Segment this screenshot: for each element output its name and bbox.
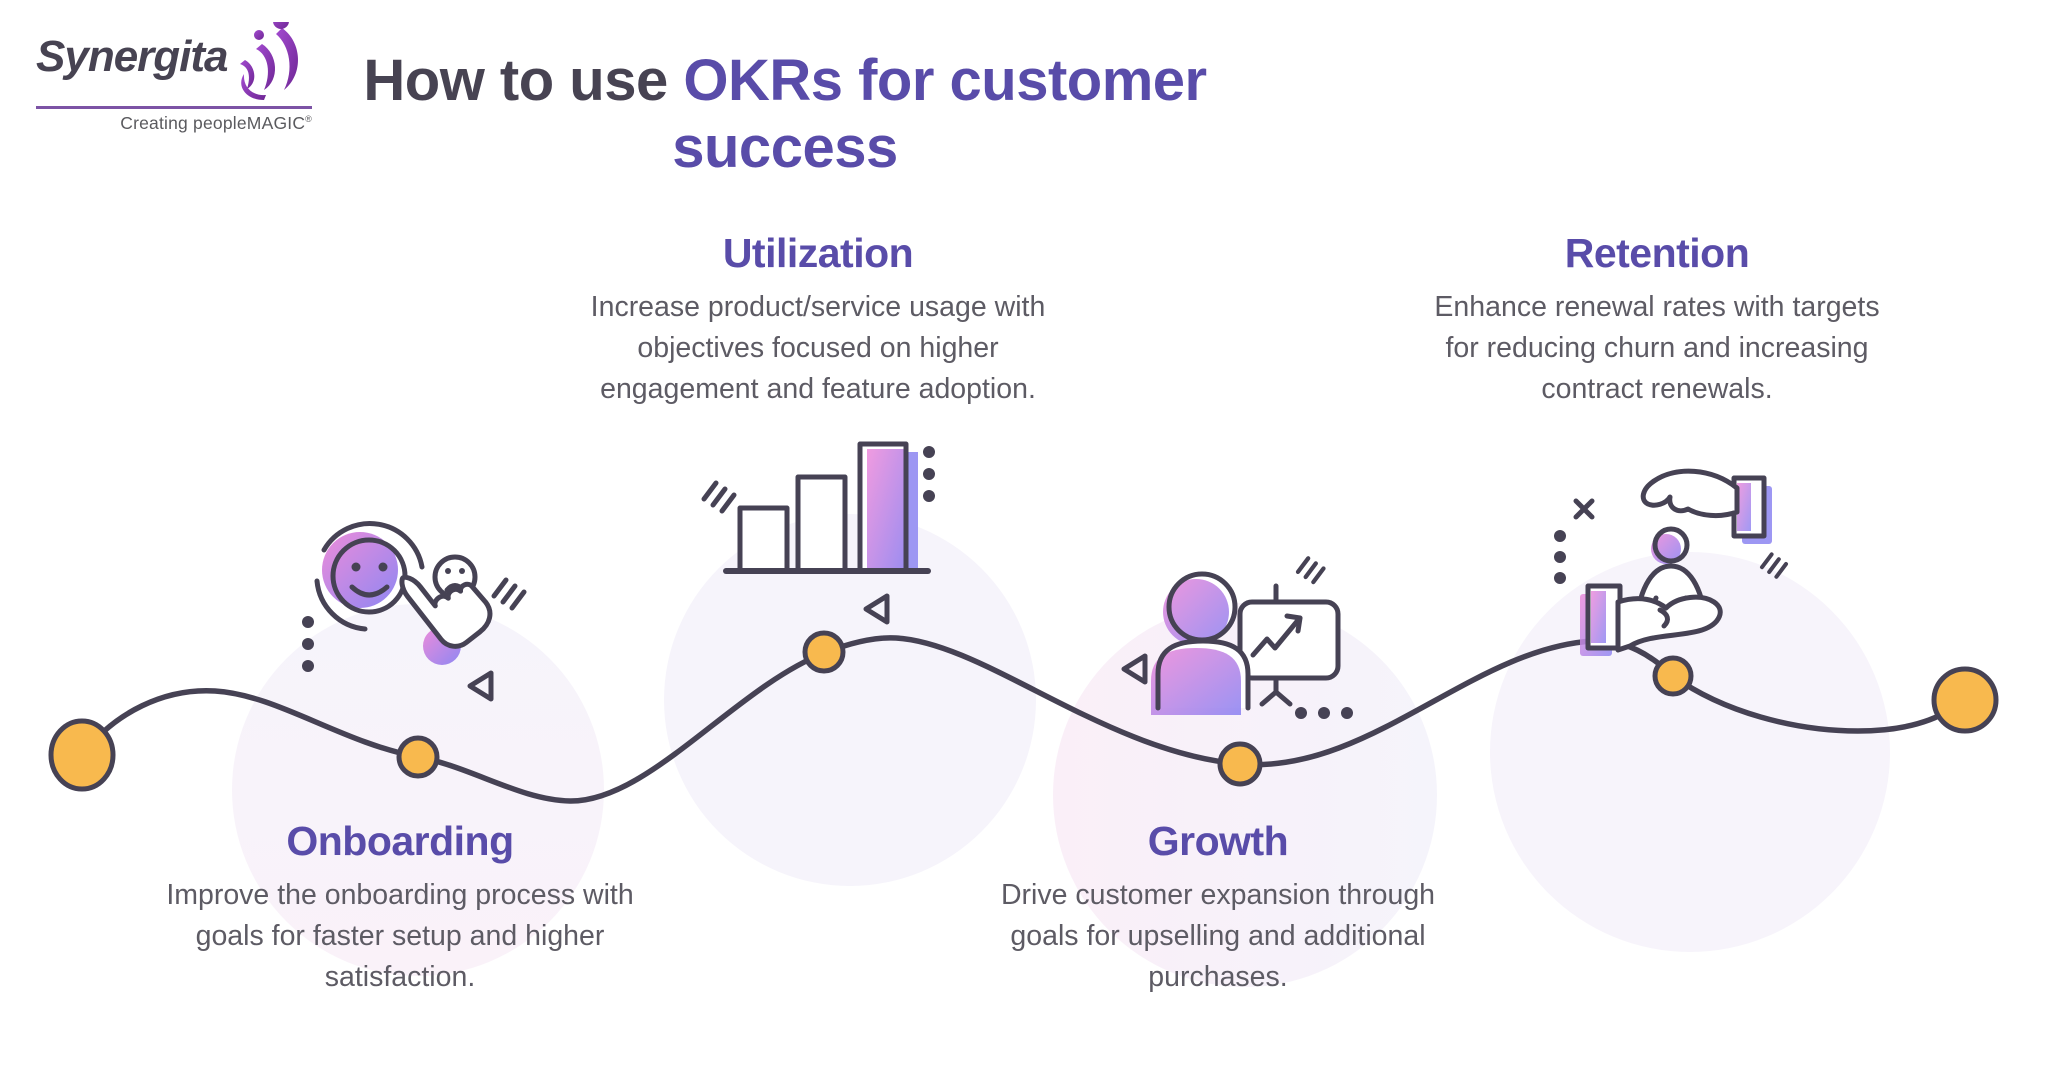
stage-utilization: Utilization Increase product/service usa… xyxy=(538,230,1098,409)
logo-wordmark: Synergita xyxy=(36,32,229,81)
stage-description: Improve the onboarding process with goal… xyxy=(166,879,634,993)
bar-chart-icon xyxy=(704,441,935,622)
stage-title: Retention xyxy=(1564,230,1750,276)
dots-icon xyxy=(1554,530,1566,584)
satisfaction-click-icon xyxy=(302,521,524,699)
stage-onboarding: Onboarding Improve the onboarding proces… xyxy=(120,818,680,997)
registered-mark: ® xyxy=(305,114,312,125)
stage-title: Growth xyxy=(1147,818,1289,864)
dots-icon xyxy=(302,616,314,672)
dots-icon xyxy=(1295,707,1353,719)
node-utilization xyxy=(802,630,846,674)
stage-description: Drive customer expansion through goals f… xyxy=(1000,879,1436,993)
care-hands-icon xyxy=(1554,468,1786,656)
node-onboarding xyxy=(396,735,440,779)
node-growth xyxy=(1217,741,1263,787)
logo-underline xyxy=(36,106,312,109)
hash-marks-icon xyxy=(704,483,734,511)
title-highlight: OKRs for customer success xyxy=(672,48,1207,180)
stage-description: Increase product/service usage with obje… xyxy=(590,291,1046,405)
presentation-growth-icon xyxy=(1124,558,1353,719)
node-retention xyxy=(1652,655,1694,697)
stage-title: Utilization xyxy=(722,230,914,276)
dots-icon xyxy=(923,446,935,502)
stage-retention: Retention Enhance renewal rates with tar… xyxy=(1377,230,1937,409)
title-prefix: How to use xyxy=(363,48,684,113)
logo-tagline: Creating peopleMAGIC® xyxy=(120,113,312,133)
stage-title: Onboarding xyxy=(286,818,514,864)
stage-growth: Growth Drive customer expansion through … xyxy=(938,818,1498,997)
node-end xyxy=(1931,666,1999,734)
logo: Synergita Creating peopleMAGIC® xyxy=(36,22,316,134)
stage-description: Enhance renewal rates with targets for r… xyxy=(1434,291,1880,405)
page-title: How to use OKRs for customer success xyxy=(300,48,1270,181)
node-start xyxy=(48,718,116,792)
x-mark-icon xyxy=(1573,498,1595,520)
peacock-swirl-icon xyxy=(239,22,298,100)
hash-marks-icon xyxy=(494,580,524,608)
hash-marks-icon xyxy=(1298,558,1324,582)
milestone-nodes xyxy=(48,630,1999,792)
